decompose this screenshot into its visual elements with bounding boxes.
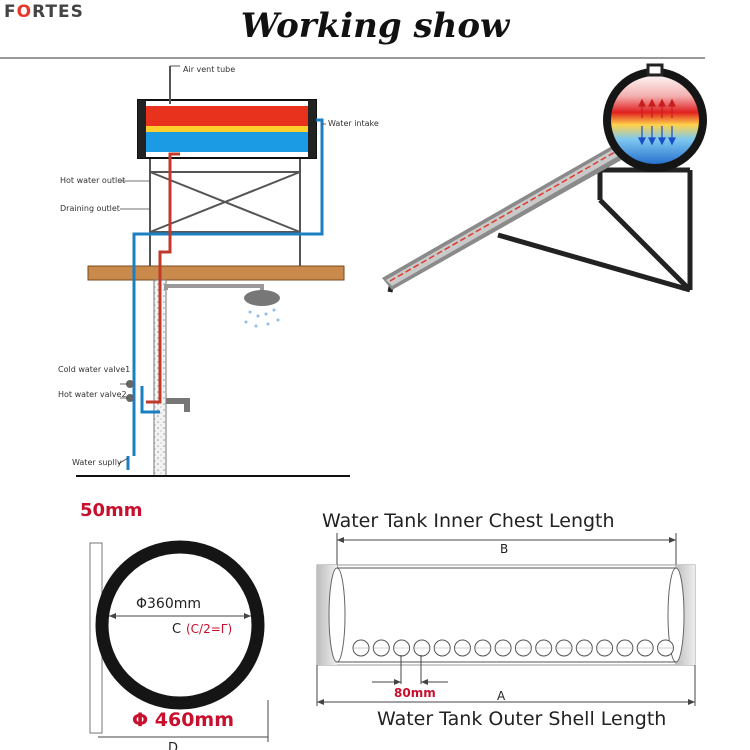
tube-hole-row — [352, 639, 674, 657]
outer-diameter-label: Φ 460mm — [132, 709, 234, 731]
inner-end-left — [328, 567, 346, 663]
page-title: Working show — [240, 6, 510, 46]
water-pipes — [126, 118, 324, 470]
label-water-supply: Water suplly — [72, 458, 122, 467]
inner-diameter-label: Φ360mm — [136, 596, 201, 612]
tank-length-diagram: Water Tank Inner Chest Length B 80mm A W… — [316, 510, 696, 730]
cold-valve-icon — [126, 380, 134, 388]
hot-layer — [146, 106, 308, 126]
label-cold-valve: Cold water valve1 — [58, 365, 130, 374]
center-note: (C/2=Γ) — [186, 622, 232, 636]
solar-heater-illustration — [382, 63, 707, 293]
label-hot-outlet: Hot water outlet — [60, 176, 125, 185]
collector-tubes — [382, 146, 625, 290]
heater-frame — [387, 167, 693, 293]
center-label: C — [172, 622, 181, 637]
faucet — [166, 398, 190, 412]
brand-logo: FORTES — [4, 2, 84, 22]
storage-tank — [137, 99, 317, 159]
hot-flow-arrows — [638, 98, 676, 118]
label-air-vent: Air vent tube — [183, 65, 235, 74]
spacing-label: 80mm — [394, 686, 436, 700]
b-label: B — [500, 542, 508, 556]
label-water-intake: Water intake — [328, 119, 379, 128]
label-draining-outlet: Draining outlet — [60, 204, 120, 213]
hot-valve-icon — [126, 394, 134, 402]
cold-flow-arrows — [638, 126, 676, 146]
tank-vent-cap — [646, 63, 664, 77]
tank-stand — [149, 156, 301, 266]
inner-length-title: Water Tank Inner Chest Length — [322, 510, 615, 532]
heater-tank — [603, 68, 707, 172]
outer-ring — [95, 540, 265, 710]
thickness-label: 50mm — [80, 500, 143, 521]
roof-slab — [87, 265, 345, 281]
cold-layer — [146, 132, 308, 152]
outer-length-title: Water Tank Outer Shell Length — [377, 708, 666, 730]
shower-head — [244, 290, 280, 328]
installation-schematic: Air vent tube Water intake Hot water out… — [58, 65, 379, 477]
a-label: A — [497, 689, 506, 703]
tank-cross-section: 50mm Φ360mm C (C/2=Γ) Φ 460mm D — [80, 500, 269, 750]
d-label: D — [168, 741, 178, 750]
warm-layer — [146, 126, 308, 132]
label-hot-valve: Hot water valve2 — [58, 390, 127, 399]
